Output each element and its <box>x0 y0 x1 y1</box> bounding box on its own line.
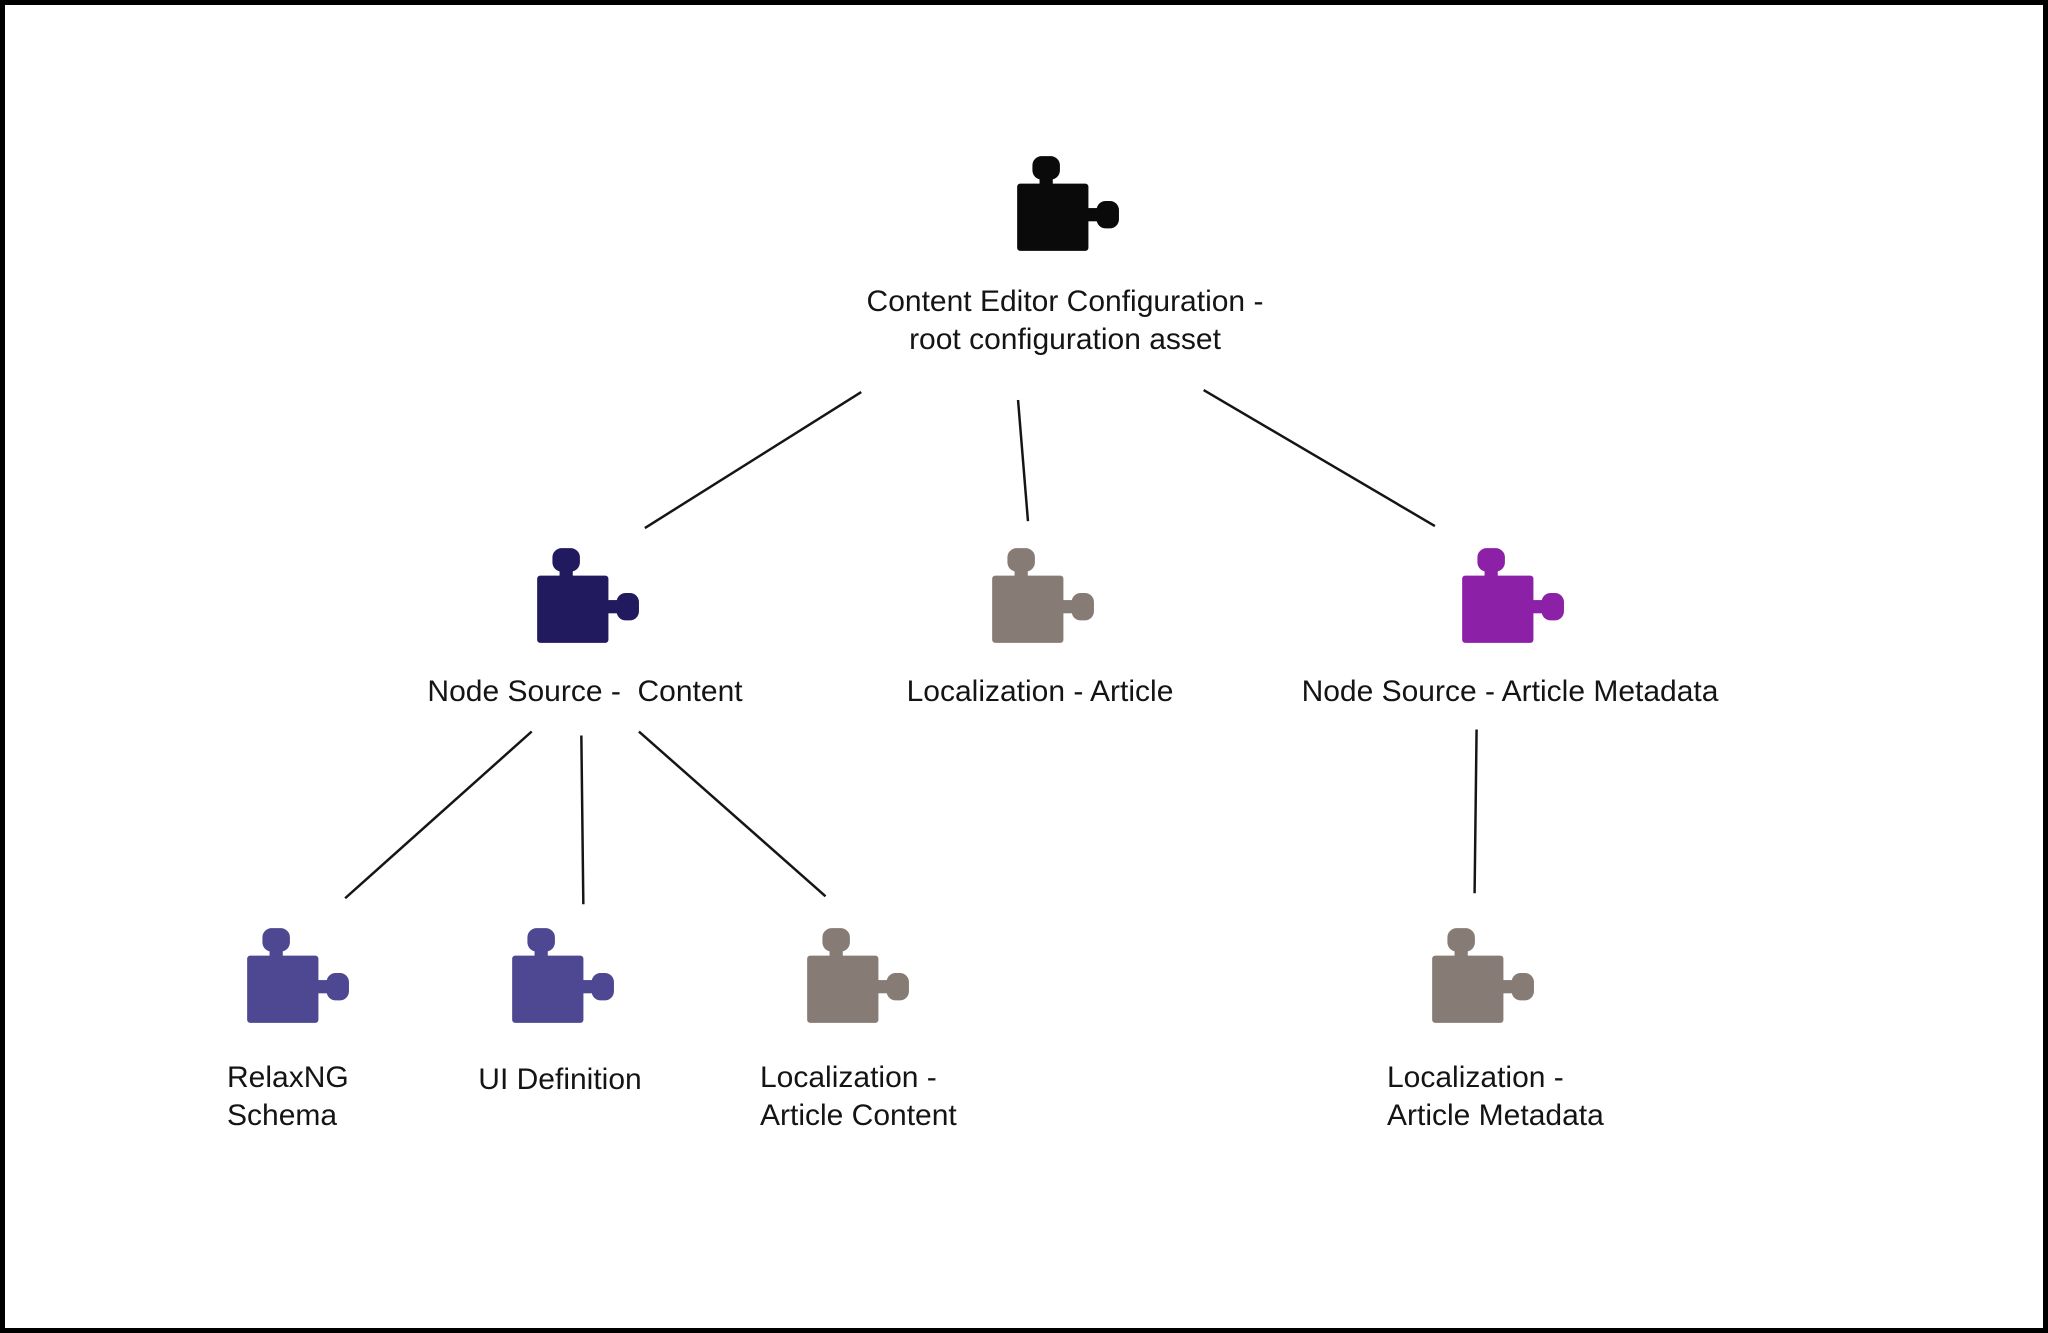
edge-node-source-content-to-ui-definition <box>580 735 585 905</box>
node-label-ui-definition: UI Definition <box>478 1063 642 1096</box>
diagram-node-localization-article-metadata: Localization - Article Metadata <box>1325 925 1635 1136</box>
edge-root-to-node-source-article-metadata <box>1203 389 1436 528</box>
node-label-node-source-article-metadata: Node Source - Article Metadata <box>1301 675 1719 708</box>
edge-root-to-node-source-content <box>644 391 862 530</box>
puzzle-piece-icon <box>537 548 639 643</box>
diagram-node-ui-definition: UI Definition <box>425 925 695 1099</box>
node-label-localization-article-metadata: Localization - Article Metadata <box>1387 1061 1604 1133</box>
edge-node-source-content-to-relaxng-schema <box>344 730 533 900</box>
edge-node-source-article-metadata-to-localization-article-metadata <box>1473 729 1478 894</box>
puzzle-piece-icon <box>1462 548 1564 643</box>
diagram-node-node-source-content: Node Source - Content <box>415 545 755 711</box>
node-label-localization-article: Localization - Article <box>906 675 1174 708</box>
node-label-node-source-content: Node Source - Content <box>427 675 743 708</box>
node-label-localization-article-content: Localization - Article Content <box>760 1061 957 1133</box>
puzzle-piece-icon <box>807 928 909 1023</box>
puzzle-piece-icon <box>992 548 1094 643</box>
diagram-node-relaxng-schema: RelaxNG Schema <box>165 925 425 1136</box>
diagram-node-localization-article: Localization - Article <box>880 545 1200 711</box>
puzzle-piece-icon <box>1017 156 1119 251</box>
diagram-node-root-configuration: Content Editor Configuration - root conf… <box>855 153 1275 360</box>
node-label-relaxng-schema: RelaxNG Schema <box>227 1061 349 1133</box>
puzzle-piece-icon <box>512 928 614 1023</box>
diagram-node-localization-article-content: Localization - Article Content <box>705 925 1005 1136</box>
puzzle-piece-icon <box>1432 928 1534 1023</box>
node-label-root-configuration: Content Editor Configuration - root conf… <box>866 285 1264 357</box>
edge-node-source-content-to-localization-article-content <box>638 730 827 898</box>
diagram-node-node-source-article-metadata: Node Source - Article Metadata <box>1302 545 1718 711</box>
edge-root-to-localization-article <box>1016 399 1030 522</box>
puzzle-piece-icon <box>247 928 349 1023</box>
